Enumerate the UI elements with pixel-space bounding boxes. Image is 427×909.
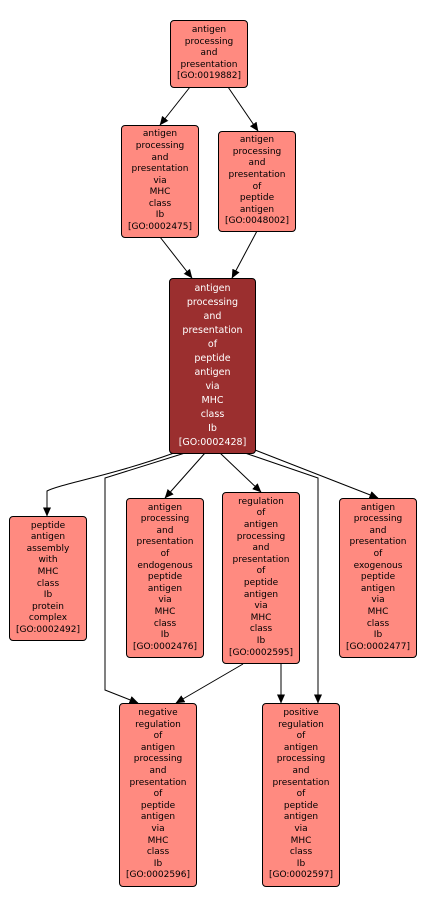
edge-2428-to-2492 — [43, 452, 175, 517]
node-go-0002428[interactable]: antigen processing and presentation of p… — [169, 278, 256, 454]
edge-2428-to-2476 — [164, 452, 206, 499]
edge-2428-to-2477 — [254, 449, 379, 499]
edge-2595-to-2596 — [175, 663, 244, 704]
node-label: antigen processing and presentation [GO:… — [176, 25, 242, 82]
edge-2428-to-2596 — [104, 452, 186, 704]
node-label: antigen processing and presentation of p… — [224, 135, 290, 227]
node-go-0002595[interactable]: regulation of antigen processing and pre… — [222, 492, 300, 664]
node-go-0002596[interactable]: negative regulation of antigen processin… — [119, 703, 197, 887]
node-go-0019882[interactable]: antigen processing and presentation [GO:… — [170, 20, 248, 88]
node-label: positive regulation of antigen processin… — [268, 708, 334, 881]
node-label: antigen processing and presentation of p… — [178, 283, 247, 448]
edge-48002-to-2428 — [231, 230, 258, 279]
node-go-0002477[interactable]: antigen processing and presentation of e… — [339, 498, 417, 658]
node-label: peptide antigen assembly with MHC class … — [15, 520, 81, 635]
node-go-0002475[interactable]: antigen processing and presentation via … — [121, 125, 199, 238]
edge-19882-to-2475 — [159, 86, 191, 126]
edge-19882-to-48002 — [227, 86, 259, 132]
node-label: negative regulation of antigen processin… — [125, 708, 191, 881]
edge-2475-to-2428 — [159, 236, 193, 279]
node-go-0002492[interactable]: peptide antigen assembly with MHC class … — [9, 516, 87, 641]
node-label: regulation of antigen processing and pre… — [228, 496, 294, 658]
node-label: antigen processing and presentation via … — [127, 129, 193, 233]
edge-2428-to-2595 — [219, 452, 262, 493]
node-go-0048002[interactable]: antigen processing and presentation of p… — [218, 131, 296, 232]
node-label: antigen processing and presentation of e… — [132, 502, 198, 652]
node-label: antigen processing and presentation of e… — [345, 502, 411, 652]
node-go-0002597[interactable]: positive regulation of antigen processin… — [262, 703, 340, 887]
node-go-0002476[interactable]: antigen processing and presentation of e… — [126, 498, 204, 658]
edge-2428-to-2597 — [244, 452, 322, 704]
